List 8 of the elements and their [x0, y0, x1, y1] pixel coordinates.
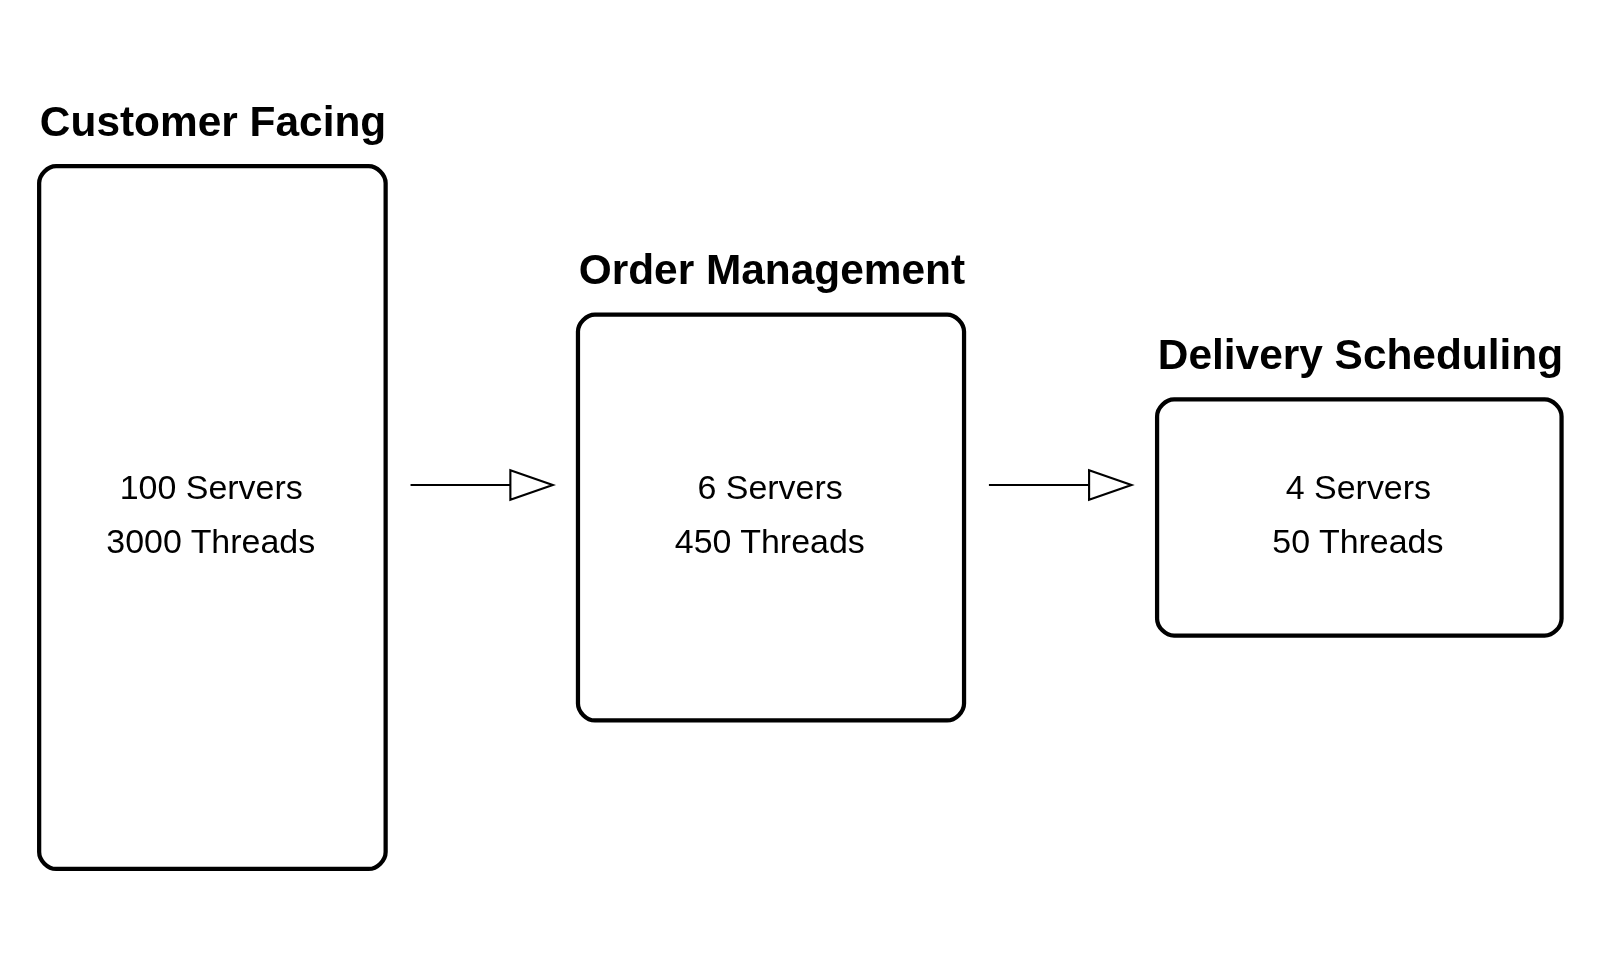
node-box: 100 Servers 3000 Threads: [37, 163, 388, 871]
arrow: [988, 468, 1135, 501]
node-box: 6 Servers 450 Threads: [575, 311, 967, 723]
arrow: [410, 468, 556, 501]
node-box: 4 Servers 50 Threads: [1154, 396, 1564, 638]
node-label: Delivery Scheduling: [1157, 330, 1564, 378]
node-label: Customer Facing: [39, 97, 387, 145]
node-label: Order Management: [578, 245, 966, 293]
